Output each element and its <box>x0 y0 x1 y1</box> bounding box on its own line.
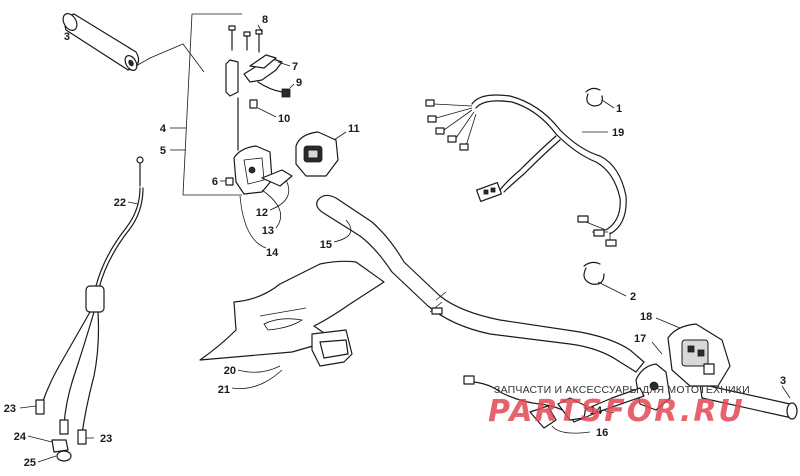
throttle-cable-22 <box>19 156 144 463</box>
ring-1 <box>585 87 615 109</box>
callout-14-lower: 14 <box>590 405 603 417</box>
brake-lever-17 <box>569 341 671 423</box>
switch-housing-18 <box>655 317 731 387</box>
screw-6 <box>220 177 234 186</box>
leaders-12-13-14 <box>239 179 290 249</box>
callout-9: 9 <box>296 77 302 89</box>
callout-3-right: 3 <box>780 375 786 387</box>
watermark-logo: PARTSFOR.RU <box>488 394 745 429</box>
callout-19: 19 <box>612 127 624 139</box>
callout-10: 10 <box>278 113 290 125</box>
wiring-harness-19 <box>425 94 627 247</box>
callout-4: 4 <box>160 123 167 135</box>
switch-9 <box>257 81 295 98</box>
callout-21: 21 <box>218 384 230 396</box>
nut-10 <box>249 99 277 118</box>
watermark-caption: ЗАПЧАСТИ И АКСЕССУАРЫ ДЛЯ МОТОТЕХНИКИ <box>494 384 750 396</box>
hand-grip-left <box>62 13 205 73</box>
callout-1: 1 <box>616 103 622 115</box>
callout-3-left: 3 <box>64 31 70 43</box>
callout-24: 24 <box>14 431 27 443</box>
callout-20: 20 <box>224 365 236 377</box>
callout-5: 5 <box>160 145 166 157</box>
callout-8: 8 <box>262 14 268 26</box>
throttle-group-bracket <box>170 13 242 196</box>
callout-12: 12 <box>256 207 268 219</box>
callout-16: 16 <box>596 427 608 439</box>
callout-25: 25 <box>24 457 36 469</box>
handlebar-15 <box>316 194 645 373</box>
hand-grip-right <box>699 383 798 420</box>
callout-15: 15 <box>320 239 332 251</box>
callout-18: 18 <box>640 311 652 323</box>
callout-7: 7 <box>292 61 298 73</box>
screws-8 <box>228 24 263 53</box>
callout-11: 11 <box>348 123 360 135</box>
handlebar-pad <box>199 260 385 389</box>
callout-23-left: 23 <box>4 403 16 415</box>
callout-13: 13 <box>262 225 274 237</box>
throttle-housing <box>233 97 293 195</box>
ring-2 <box>583 261 627 297</box>
cable-16 <box>463 375 615 434</box>
callout-22: 22 <box>114 197 126 209</box>
callout-17: 17 <box>634 333 646 345</box>
callout-labels: 3 4 5 6 7 8 9 10 11 12 13 14 15 22 1 19 … <box>4 14 786 469</box>
callout-14-upper: 14 <box>266 247 279 259</box>
callout-23-right: 23 <box>100 433 112 445</box>
callout-2: 2 <box>630 291 636 303</box>
lever-bracket-7 <box>225 54 291 97</box>
switch-housing-11 <box>295 131 347 177</box>
callout-6: 6 <box>212 176 218 188</box>
